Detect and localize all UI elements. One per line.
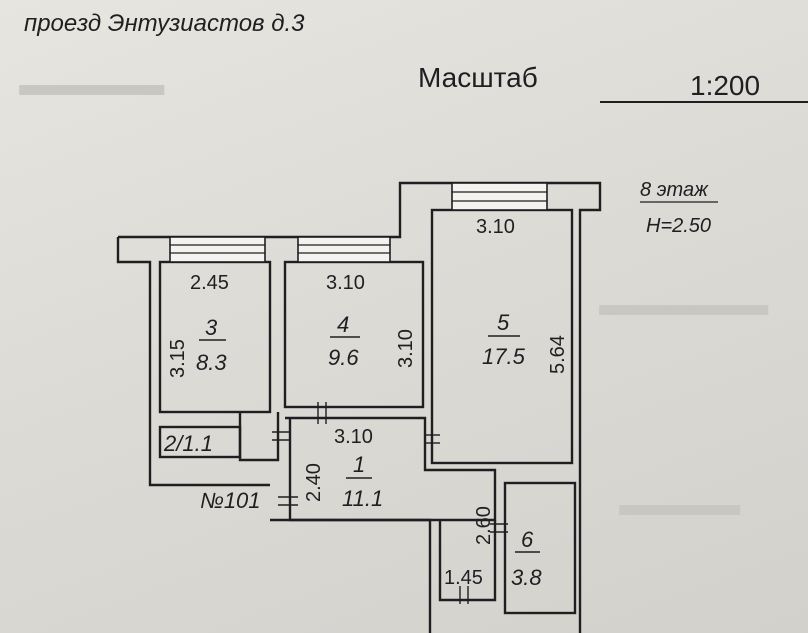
closet-label: 2/1.1 <box>163 431 213 456</box>
scale-label: Масштаб <box>418 62 538 93</box>
outer-wall <box>118 181 602 633</box>
room-5-number: 5 <box>497 310 510 335</box>
room-3-depth: 3.15 <box>167 339 189 378</box>
apartment-number: №101 <box>200 488 261 513</box>
room-5-area: 17.5 <box>482 344 526 369</box>
room-6-depth: 2.60 <box>473 506 495 545</box>
window-room-4 <box>297 236 391 263</box>
window-room-5 <box>451 182 548 211</box>
bleed-through-mark: ▂▂▂▂▂ <box>620 481 741 514</box>
room-4-number: 4 <box>337 312 349 337</box>
scale-value: 1:200 <box>690 70 761 101</box>
outer-wall <box>116 237 270 487</box>
room-4-area: 9.6 <box>328 345 359 370</box>
room-5-depth: 5.64 <box>547 335 569 374</box>
room-3-area: 8.3 <box>196 350 227 375</box>
room-5-width: 3.10 <box>476 216 515 238</box>
room-1-depth: 2.40 <box>303 463 325 502</box>
bleed-through-mark: ▂▂▂▂▂▂▂ <box>600 281 769 314</box>
room-3-number: 3 <box>205 315 218 340</box>
ceiling-height-label: H=2.50 <box>646 215 711 237</box>
room-1-width: 3.10 <box>334 426 373 448</box>
window-room-3 <box>169 236 266 263</box>
room-6-area: 3.8 <box>511 565 542 590</box>
room-3-width: 2.45 <box>190 272 229 294</box>
outer-wall <box>270 518 432 633</box>
floor-label: 8 этаж <box>640 179 709 201</box>
partition-wall <box>238 412 280 462</box>
room-6-number: 6 <box>521 527 534 552</box>
room-6-width: 1.45 <box>444 567 483 589</box>
room-4-width: 3.10 <box>326 272 365 294</box>
address-title: проезд Энтузиастов д.3 <box>24 10 305 37</box>
room-6-outline <box>503 481 577 615</box>
room-1-outline <box>285 416 497 522</box>
room-1-area: 11.1 <box>342 486 383 511</box>
scale-underline <box>600 101 808 103</box>
bleed-through-mark: ▂▂▂▂▂▂ <box>20 61 165 94</box>
room-4-depth: 3.10 <box>395 329 417 368</box>
room-1-number: 1 <box>353 452 365 477</box>
